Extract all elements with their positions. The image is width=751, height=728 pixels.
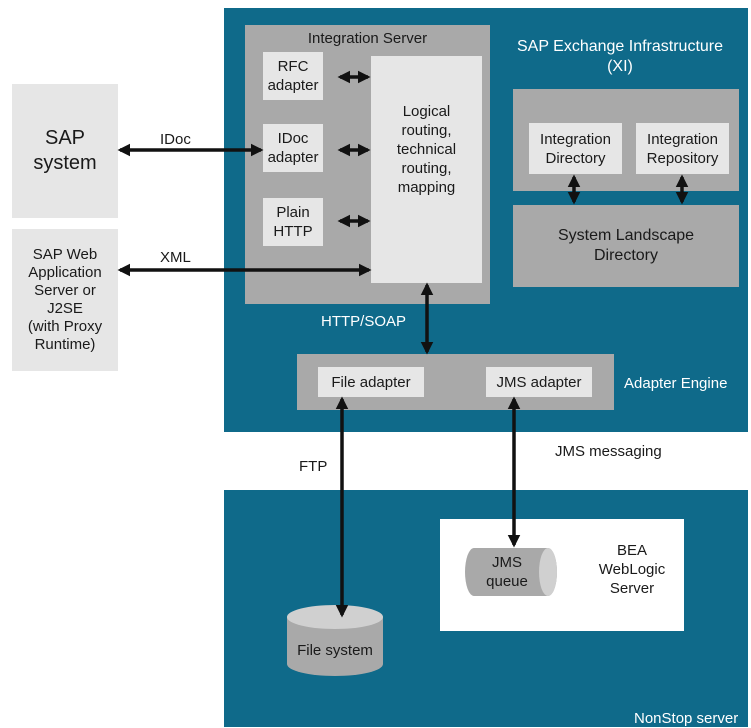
file-system-cylinder bbox=[287, 605, 383, 676]
jms-queue-cylinder bbox=[465, 548, 557, 596]
rfc-adapter: RFC adapter bbox=[263, 52, 323, 100]
xi-title: SAP Exchange Infrastructure (XI) bbox=[516, 38, 724, 75]
system-landscape-directory: System Landscape Directory bbox=[513, 205, 739, 287]
integration-repository: Integration Repository bbox=[636, 123, 729, 174]
jms-queue-label: JMS queue bbox=[486, 554, 528, 590]
integration-directory: Integration Directory bbox=[529, 123, 622, 174]
ftp-label: FTP bbox=[299, 458, 328, 475]
routing-mapping-box: Logical routing, technical routing, mapp… bbox=[371, 56, 482, 283]
idoc-adapter: IDoc adapter bbox=[263, 124, 323, 172]
jms-adapter: JMS adapter bbox=[486, 367, 592, 397]
bea-weblogic-label: BEA WebLogic Server bbox=[598, 541, 666, 597]
sap-web-as-box: SAP Web Application Server or J2SE (with… bbox=[12, 229, 118, 371]
http-soap-label: HTTP/SOAP bbox=[321, 313, 407, 330]
sap-system-box: SAP system bbox=[12, 84, 118, 218]
file-system-label: File system bbox=[297, 641, 373, 659]
file-adapter: File adapter bbox=[318, 367, 424, 397]
adapter-engine-label: Adapter Engine bbox=[624, 375, 728, 392]
xml-link-label: XML bbox=[160, 249, 191, 266]
nonstop-server-label: NonStop server bbox=[634, 710, 739, 727]
integration-server-title: Integration Server bbox=[307, 29, 428, 47]
plain-http-adapter: Plain HTTP bbox=[263, 198, 323, 246]
jms-messaging-label: JMS messaging bbox=[555, 443, 662, 460]
